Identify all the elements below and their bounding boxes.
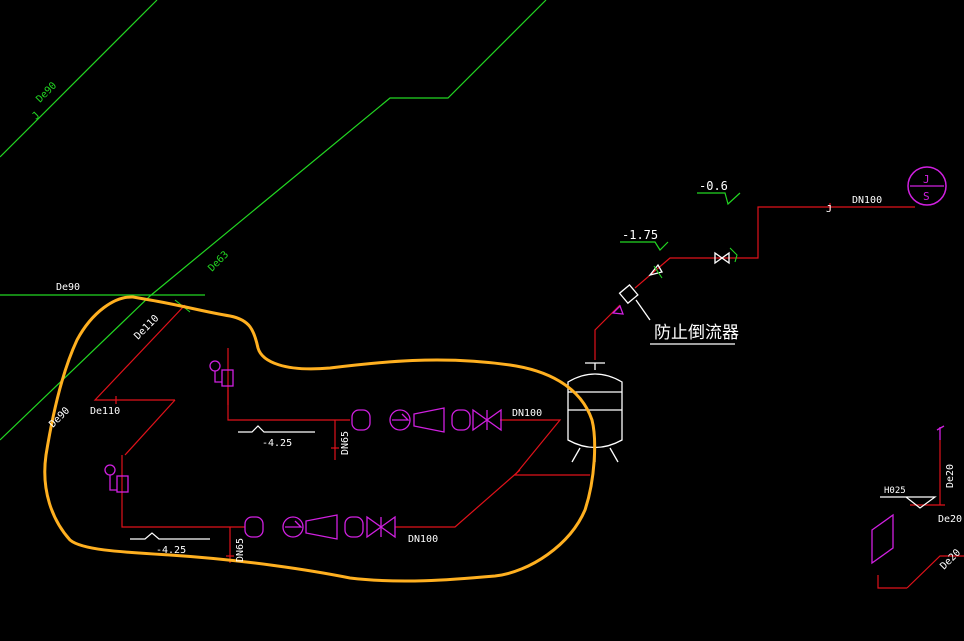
lower-gauge-body-icon — [116, 475, 129, 493]
backflow-leader-line — [635, 299, 651, 321]
label-dn65-upper: DN65 — [340, 431, 351, 455]
label-symbol-bottom: S — [923, 190, 930, 203]
valve-green-mark-2 — [729, 247, 738, 263]
valve-top-right-icon — [720, 251, 730, 265]
upper-soft-joint-2-icon — [451, 409, 471, 431]
upper-pump-icon — [389, 409, 411, 431]
upper-gate-valve-icon — [485, 408, 502, 432]
upper-gauge-pipe-icon — [214, 371, 222, 383]
label-de90-left: De90 — [56, 282, 80, 293]
level-mark-upper-pump — [238, 425, 315, 433]
red-pipe-de110-branch — [93, 304, 186, 401]
magenta-valve-icon — [611, 304, 624, 315]
label-h025: H025 — [884, 486, 906, 496]
label-level-lower-pump: -4.25 — [156, 545, 186, 556]
pipe-tick-marks — [115, 203, 831, 557]
label-backflow: 防止倒流器 — [654, 323, 739, 343]
valve-near-box-icon — [648, 263, 663, 277]
level-markers — [130, 192, 937, 540]
magenta-valve-small — [611, 304, 624, 315]
red-pipe-upper-discharge — [500, 419, 590, 476]
valve-top-left-icon — [714, 251, 724, 265]
red-pipe-lower-suction — [121, 455, 245, 528]
js-symbol — [907, 166, 947, 206]
lower-gate-valve-icon — [379, 515, 396, 539]
label-de110-short: De110 — [90, 406, 120, 417]
upper-pump-set — [209, 360, 502, 433]
right-fixture-panel-icon — [871, 513, 894, 565]
upper-pump-arrow-icon — [392, 413, 410, 421]
backflow-preventer — [618, 251, 735, 345]
label-symbol-top: J — [923, 173, 930, 186]
red-pipe-right-stub — [877, 575, 907, 589]
label-de20-a: De20 — [945, 464, 956, 488]
label-level-175: -1.75 — [622, 228, 658, 242]
label-level-upper-pump: -4.25 — [262, 438, 292, 449]
valve-green-mark-1 — [653, 265, 663, 279]
pressure-tank — [567, 362, 623, 463]
backflow-preventer-icon — [618, 283, 639, 305]
lower-check-valve-icon — [366, 515, 383, 539]
level-mark-175 — [620, 241, 669, 251]
red-pipe-upper-suction — [227, 348, 350, 421]
lower-reducer-icon — [305, 514, 338, 540]
lower-pump-icon — [282, 516, 304, 538]
lower-pump-arrow-icon — [285, 520, 303, 528]
level-mark-h025 — [880, 496, 937, 509]
red-pipe-right-branch — [906, 555, 964, 589]
lower-soft-joint-1-icon — [244, 516, 264, 538]
tank-leg-left — [571, 447, 581, 463]
red-pipe-to-valves — [634, 206, 915, 289]
label-de20-b: De20 — [938, 514, 962, 525]
level-mark-lower-pump — [130, 532, 210, 540]
right-fixture — [871, 425, 945, 565]
lower-gauge-pipe-icon — [109, 475, 117, 491]
red-pipe-tank-riser — [594, 304, 621, 360]
green-pipe-de63 — [0, 0, 547, 441]
label-j-right: J — [826, 204, 832, 215]
green-pipe-upper-diagonal — [0, 0, 158, 158]
lower-pump-set — [104, 464, 396, 540]
label-dn65-lower: DN65 — [235, 538, 246, 562]
label-dn100-top: DN100 — [852, 195, 882, 206]
tank-leg-right — [609, 447, 619, 463]
upper-reducer-icon — [413, 407, 445, 433]
red-pipe-lower-discharge — [395, 469, 521, 528]
right-fixture-hook-icon — [936, 425, 945, 431]
label-level-06: -0.6 — [699, 179, 728, 193]
upper-gauge-body-icon — [221, 369, 234, 387]
green-pipes — [0, 0, 547, 441]
annotation-loop — [43, 295, 597, 583]
level-mark-06 — [697, 192, 741, 206]
red-pipe-suction-diagonal — [124, 399, 176, 456]
tank-body-icon — [567, 373, 623, 449]
upper-soft-joint-1-icon — [351, 409, 371, 431]
label-dn100-lower: DN100 — [408, 534, 438, 545]
lower-soft-joint-2-icon — [344, 516, 364, 538]
red-pipes — [93, 206, 964, 589]
js-symbol-circle-icon — [907, 166, 947, 206]
label-dn100-upper: DN100 — [512, 408, 542, 419]
upper-check-valve-icon — [472, 408, 489, 432]
